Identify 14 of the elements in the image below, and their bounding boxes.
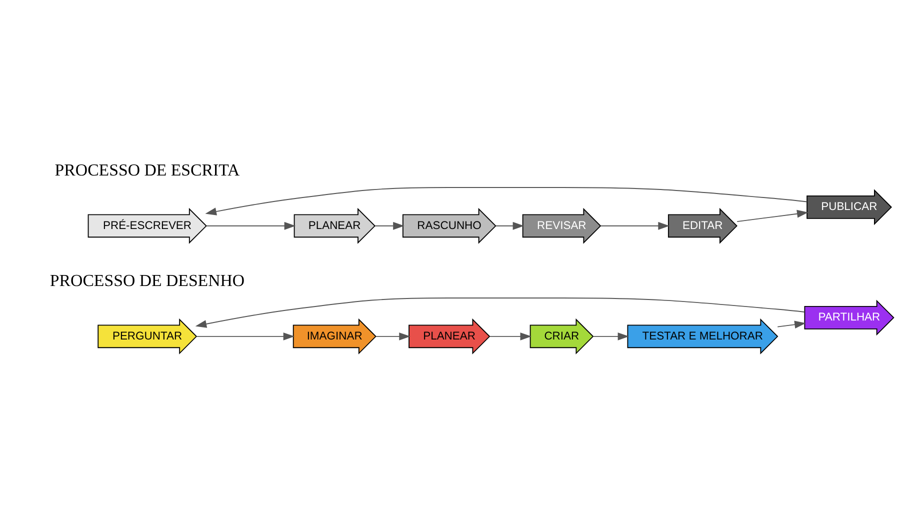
- arrow: [777, 320, 806, 328]
- label: PROCESSO DE ESCRITA: [54, 160, 240, 180]
- arrow: [205, 186, 808, 215]
- arrow: [206, 221, 296, 230]
- arrow: [592, 332, 630, 340]
- arrow: [196, 332, 295, 340]
- label: PROCESSO DE DESENHO: [50, 270, 245, 290]
- arrow: [600, 221, 670, 230]
- arrow: [195, 297, 805, 328]
- arrow: [736, 209, 808, 222]
- arrow: [374, 221, 404, 230]
- arrow: [375, 332, 410, 340]
- arrow: [489, 332, 532, 340]
- arrow: [495, 221, 524, 230]
